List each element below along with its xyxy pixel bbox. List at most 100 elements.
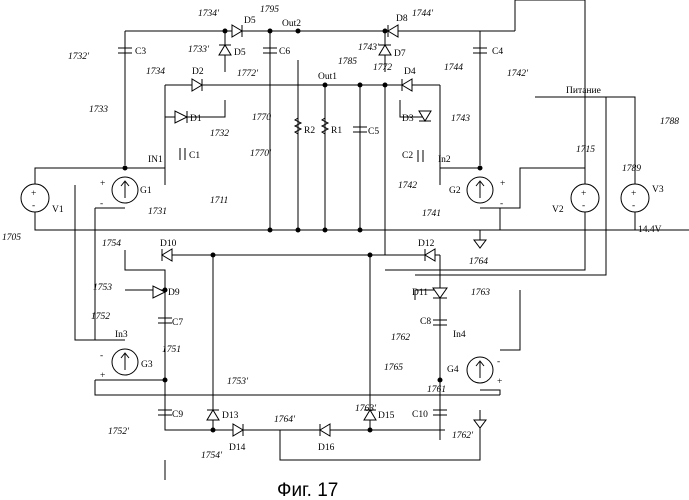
label-c6: C6 [279,47,290,57]
ref-1741: 1741 [422,209,441,219]
label-in1: IN1 [148,155,163,165]
ref-1753p: 1753' [227,377,249,387]
label-v1: V1 [52,205,64,215]
capacitor-c2 [418,150,423,162]
ref-1751: 1751 [162,345,181,355]
svg-text:+: + [500,179,505,189]
svg-text:+: + [581,189,586,199]
label-g1: G1 [140,186,152,196]
label-c5: C5 [368,127,379,137]
label-d1: D1 [190,114,202,124]
diode-d11 [433,288,447,298]
ref-1772p: 1772' [237,69,259,79]
ref-1732p: 1732' [68,52,90,62]
source-g3 [112,349,138,375]
ref-1743: 1743 [451,114,470,124]
reference-labels: 1734' 1795 1744' 1733' 1743' 1732' 1772'… [2,5,679,461]
label-g2: G2 [449,186,461,196]
ref-1762p: 1762' [452,431,474,441]
diode-d16 [320,424,330,436]
diode-d2 [192,79,202,91]
ref-1754: 1754 [102,239,121,249]
svg-text:+: + [631,189,636,199]
diode-d3 [419,111,431,121]
ground-icon [474,240,486,248]
svg-text:-: - [500,199,503,209]
diode-d12 [425,249,435,261]
ref-1731: 1731 [148,207,167,217]
source-g1 [112,177,138,203]
ref-1764: 1764 [469,257,488,267]
diode-d13 [207,410,219,420]
capacitor-c1 [180,148,185,160]
label-power: Питание [566,86,601,96]
ref-1744: 1744 [444,63,463,73]
label-d7: D7 [394,49,406,59]
label-voltage: 14.4V [638,225,662,235]
svg-text:+: + [31,189,36,199]
svg-text:+: + [100,371,105,381]
ref-1711: 1711 [210,196,228,206]
ref-1752: 1752 [91,312,110,322]
label-c2: C2 [402,151,413,161]
label-g4: G4 [447,365,459,375]
ref-1732: 1732 [210,129,229,139]
ref-1772: 1772 [373,63,392,73]
label-c3: C3 [135,47,146,57]
ref-1765: 1765 [384,363,403,373]
ref-1761: 1761 [427,385,446,395]
label-in2: In2 [438,155,451,165]
source-g2 [467,177,493,203]
label-v3: V3 [652,185,664,195]
label-in4: In4 [453,330,466,340]
ref-1752p: 1752' [108,427,130,437]
label-v2: V2 [552,205,564,215]
label-c7: C7 [172,318,183,328]
label-out2: Out2 [282,19,301,29]
ref-1734p: 1734' [198,9,220,19]
svg-text:+: + [497,377,502,387]
ref-1754p: 1754' [201,451,223,461]
ref-1770: 1770 [252,113,271,123]
ref-1744p: 1744' [412,9,434,19]
ref-1789: 1789 [622,164,641,174]
ref-1770p: 1770' [250,149,272,159]
ref-1795: 1795 [260,5,279,15]
label-d9: D9 [168,288,180,298]
component-labels: C3 C4 C6 C5 C1 C2 C7 C8 C9 C10 R2 R1 D5 … [52,14,664,453]
diode-d8 [388,25,398,37]
svg-text:-: - [632,201,635,211]
label-r2: R2 [304,126,315,136]
diode-d14 [233,424,243,436]
svg-text:-: - [32,201,35,211]
svg-text:-: - [497,357,500,367]
svg-text:+: + [100,179,105,189]
label-d14: D14 [229,443,246,453]
label-c10: C10 [412,410,428,420]
svg-text:-: - [100,351,103,361]
label-in3: In3 [115,330,128,340]
ref-1763: 1763 [471,288,490,298]
ref-1742: 1742 [398,181,417,191]
label-d4: D4 [404,67,416,77]
ref-1742p: 1742' [507,69,529,79]
ref-1715: 1715 [576,145,595,155]
label-d8: D8 [396,14,408,24]
label-d16: D16 [318,443,335,453]
label-c1: C1 [189,151,200,161]
ref-1785: 1785 [338,57,357,67]
diode-d7 [379,45,391,55]
label-c8: C8 [420,317,431,327]
ref-1705: 1705 [2,233,21,243]
label-d2: D2 [192,67,204,77]
label-d3: D3 [402,114,414,124]
capacitors [118,48,487,415]
diode-d4 [402,79,412,91]
ref-1764p: 1764' [274,415,296,425]
source-g4 [467,357,493,383]
label-d5-mid: D5 [234,48,246,58]
label-d11: D11 [412,288,428,298]
figure-caption: Фиг. 17 [277,480,338,500]
label-c9: C9 [172,410,183,420]
diode-d5-top [232,25,242,37]
